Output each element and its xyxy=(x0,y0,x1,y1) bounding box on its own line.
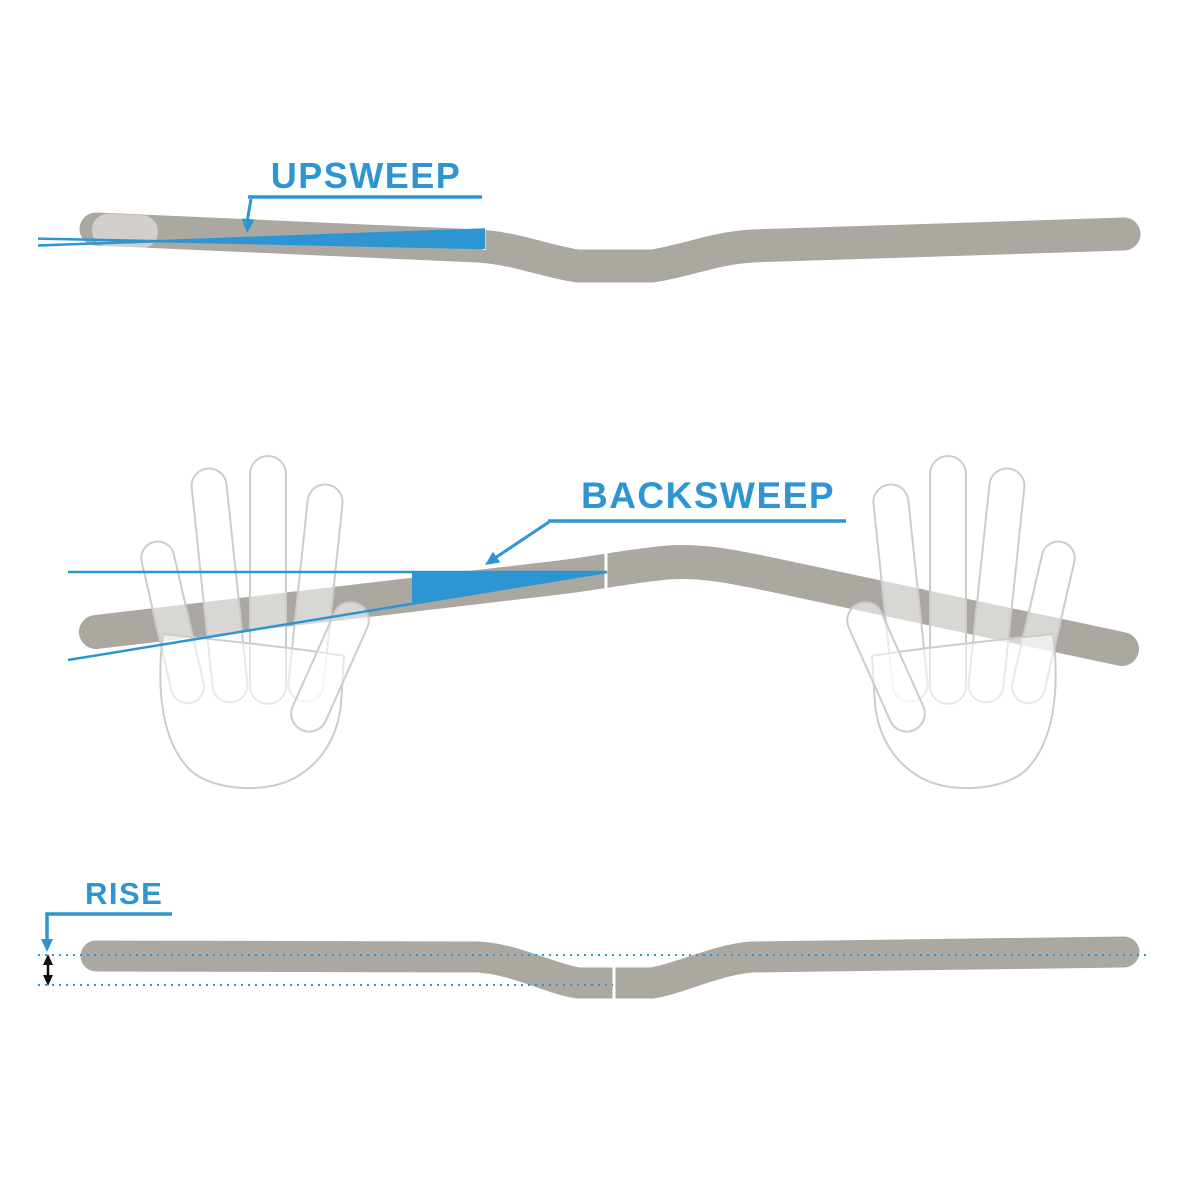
upsweep-angle-wedge xyxy=(152,229,485,248)
left-hand-outline xyxy=(140,455,370,790)
upsweep-label: UPSWEEP xyxy=(271,155,462,196)
rise-arrow-down-icon xyxy=(41,939,53,952)
rise-section: RISE xyxy=(38,876,1146,1001)
handlebar-back-view xyxy=(80,936,1140,999)
backsweep-section: BACKSWEEP xyxy=(67,455,1139,790)
right-palm xyxy=(870,632,1057,790)
backsweep-angle-wedge xyxy=(412,572,607,604)
left-thumb xyxy=(290,601,370,733)
left-palm xyxy=(159,632,346,790)
right-thumb xyxy=(846,601,926,733)
rise-measure-arrow-up-icon xyxy=(43,954,53,965)
upsweep-section: UPSWEEP xyxy=(37,155,1141,283)
backsweep-label: BACKSWEEP xyxy=(581,475,835,516)
handlebar-front-view xyxy=(79,212,1141,283)
backsweep-pointer-line xyxy=(491,520,550,562)
rise-label: RISE xyxy=(85,876,163,911)
right-hand-outline xyxy=(846,455,1076,790)
upsweep-pointer-line xyxy=(245,198,253,223)
rise-measure-arrow-down-icon xyxy=(43,975,53,986)
upsweep-arrow-down-icon xyxy=(241,218,255,233)
rise-underline-and-pointer-line xyxy=(45,912,172,941)
backsweep-arrow-down-left-icon xyxy=(485,551,501,565)
